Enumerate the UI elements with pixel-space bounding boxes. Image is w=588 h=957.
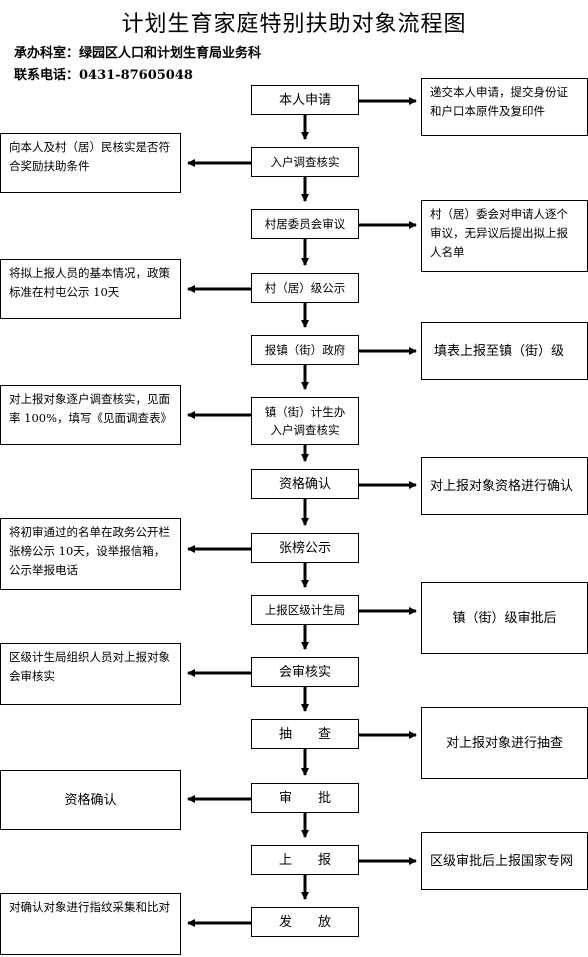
office-line: 承办科室：绿园区人口和计划生育局业务科 bbox=[14, 46, 262, 61]
note-left-qualification: 资格确认 bbox=[0, 770, 181, 830]
step-report-town: 报镇（街）政府 bbox=[251, 335, 359, 365]
step-approval: 审 批 bbox=[251, 783, 359, 813]
step-report-up: 上 报 bbox=[251, 845, 359, 875]
step-apply: 本人申请 bbox=[251, 85, 359, 115]
step-village-review: 村居委员会审议 bbox=[251, 209, 359, 239]
note-left-fingerprint: 对确认对象进行指纹采集和比对 bbox=[0, 893, 181, 955]
step-distribute: 发 放 bbox=[251, 907, 359, 937]
step-home-investigation: 入户调查核实 bbox=[251, 147, 359, 177]
note-left-public-notice: 将初审通过的名单在政务公开栏张榜公示 10天，设举报信箱，公示举报电话 bbox=[0, 518, 181, 590]
step-spot-check: 抽 查 bbox=[251, 719, 359, 749]
note-right-qualification: 对上报对象资格进行确认 bbox=[421, 457, 588, 515]
note-right-national: 区级审批后上报国家专网 bbox=[421, 832, 588, 890]
note-right-review: 村（居）委会对申请人逐个审议，无异议后提出拟上报人名单 bbox=[421, 200, 588, 272]
step-public-notice: 张榜公示 bbox=[251, 533, 359, 563]
note-left-village-notice: 将拟上报人员的基本情况，政策标准在村屯公示 10天 bbox=[0, 259, 181, 319]
step-village-publicity: 村（居）级公示 bbox=[251, 273, 359, 303]
note-right-town-approval: 镇（街）级审批后 bbox=[421, 582, 588, 654]
note-left-joint-review: 区级计生局组织人员对上报对象会审核实 bbox=[0, 643, 181, 705]
note-right-form: 填表上报至镇（街）级 bbox=[421, 322, 588, 380]
step-qualification: 资格确认 bbox=[251, 469, 359, 499]
step-report-district: 上报区级计生局 bbox=[251, 595, 359, 625]
page-title: 计划生育家庭特别扶助对象流程图 bbox=[121, 12, 467, 37]
note-right-spot-check: 对上报对象进行抽查 bbox=[421, 707, 588, 779]
phone-line: 联系电话：0431-87605048 bbox=[14, 68, 193, 83]
note-right-apply: 递交本人申请，提交身份证和户口本原件及复印件 bbox=[421, 78, 588, 136]
note-left-verify: 向本人及村（居）民核实是否符合奖励扶助条件 bbox=[0, 133, 181, 193]
note-left-household-check: 对上报对象逐户调查核实，见面率 100%，填写《见面调查表》 bbox=[0, 385, 181, 445]
step-town-investigation: 镇（街）计生办 入户调查核实 bbox=[251, 397, 359, 445]
step-joint-review: 会审核实 bbox=[251, 657, 359, 687]
